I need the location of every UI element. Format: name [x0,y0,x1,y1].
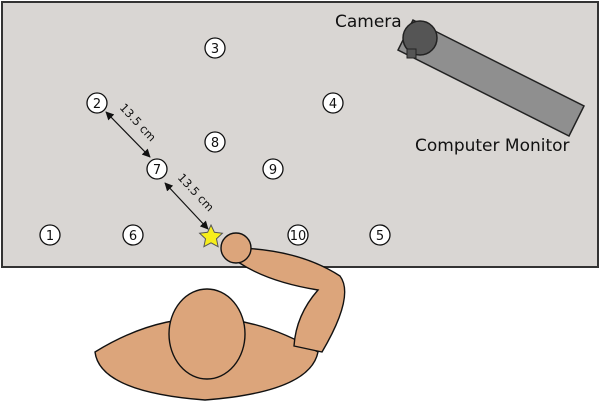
target-5-label: 5 [376,229,384,244]
target-7-label: 7 [153,163,161,178]
target-4-label: 4 [329,97,337,112]
camera-label: Camera [335,12,402,32]
target-9: 9 [262,158,284,180]
person-head [168,288,246,380]
target-3: 3 [204,37,226,59]
target-6: 6 [122,224,144,246]
monitor-label: Computer Monitor [415,136,570,156]
target-6-label: 6 [129,229,137,244]
target-9-label: 9 [269,163,277,178]
target-10: 10 [287,224,309,246]
target-2-label: 2 [93,97,101,112]
camera [402,20,438,59]
table-surface [1,1,599,268]
distance-arrow-upper [105,111,151,158]
target-8: 8 [204,131,226,153]
target-2: 2 [86,92,108,114]
target-1: 1 [39,224,61,246]
star-icon [198,223,224,248]
target-3-label: 3 [211,42,219,57]
target-1-label: 1 [46,229,54,244]
target-8-label: 8 [211,136,219,151]
distance-arrow-lower [164,182,209,230]
target-4: 4 [322,92,344,114]
person-hand [220,232,252,264]
target-7: 7 [146,158,168,180]
target-5: 5 [369,224,391,246]
target-10-label: 10 [290,229,307,244]
person-arm [237,247,346,353]
